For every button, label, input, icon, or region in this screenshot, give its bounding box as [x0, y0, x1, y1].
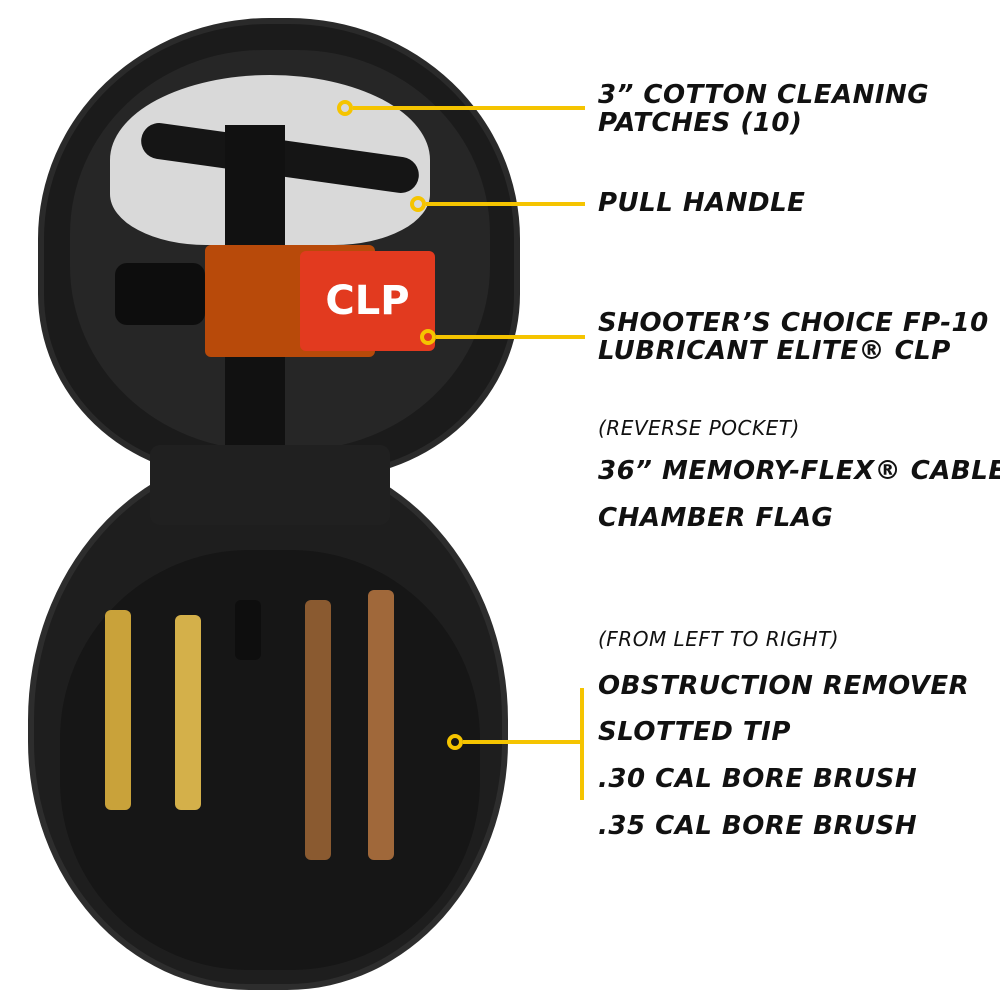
label-pull-handle: PULL HANDLE [598, 188, 806, 218]
label-35-cal-brush: .35 CAL BORE BRUSH [598, 811, 918, 841]
slotted-tip [175, 615, 201, 810]
callout-bracket-tips [580, 688, 584, 800]
label-order-note: (FROM LEFT TO RIGHT) [598, 627, 840, 651]
label-slotted-tip: SLOTTED TIP [598, 717, 791, 747]
callout-marker-patches [337, 100, 353, 116]
bore-brush-35 [368, 590, 394, 860]
obstruction-remover [105, 610, 131, 810]
label-patches-line2: PATCHES (10) [598, 108, 803, 138]
callout-marker-clp [420, 329, 436, 345]
callout-marker-pull-handle [410, 196, 426, 212]
empty-slot [235, 600, 261, 660]
label-30-cal-brush: .30 CAL BORE BRUSH [598, 764, 918, 794]
callout-line-clp [436, 335, 585, 339]
callout-marker-tips [447, 734, 463, 750]
callout-line-patches [353, 106, 585, 110]
label-obstruction-remover: OBSTRUCTION REMOVER [598, 671, 970, 701]
callout-line-pull-handle [426, 202, 585, 206]
label-chamber-flag: CHAMBER FLAG [598, 503, 834, 533]
label-cable: 36” MEMORY-FLEX® CABLE [598, 456, 1000, 486]
clp-bottle: CLP [115, 235, 435, 375]
label-clp-line1: SHOOTER’S CHOICE FP-10 [598, 308, 989, 338]
label-reverse-pocket: (REVERSE POCKET) [598, 416, 800, 440]
bottle-cap [115, 263, 205, 325]
reverse-pocket-flap [150, 445, 390, 525]
callout-line-tips [463, 740, 583, 744]
label-clp-line2: LUBRICANT ELITE® CLP [598, 336, 951, 366]
bore-brush-30 [305, 600, 331, 860]
bottle-label: CLP [300, 251, 435, 351]
label-patches-line1: 3” COTTON CLEANING [598, 80, 930, 110]
